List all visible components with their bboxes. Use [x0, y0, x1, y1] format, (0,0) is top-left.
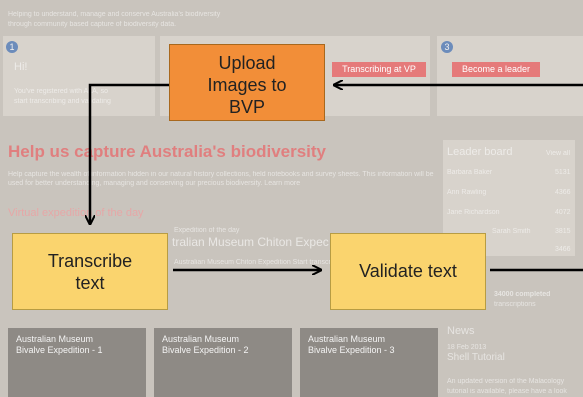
leader-score: 3815	[555, 228, 571, 235]
expedition-tile-title: Australian Museum Bivalve Expedition - 1	[16, 334, 103, 355]
news-item: Shell Tutorial	[447, 352, 505, 363]
become-leader-button: Become a leader	[452, 62, 540, 77]
step-1-title: Hi!	[14, 61, 28, 73]
intro-line-1: Helping to understand, manage and conser…	[8, 11, 221, 18]
expedition-tile: Australian Museum Bivalve Expedition - 3	[300, 328, 438, 397]
leaderboard-title: Leader board	[447, 146, 513, 158]
leader-score: 4072	[555, 209, 571, 216]
news-text-2: tutorial is available, please have a loo…	[447, 388, 567, 395]
step-1-text-2: start transcribing and validating	[14, 98, 111, 105]
leader-name: Jane Richardson	[447, 209, 500, 216]
step-1-text-1: You've registered with ALA, so	[14, 88, 109, 95]
upload-images-step: Upload Images to BVP	[169, 44, 325, 121]
stat-value: 34000 completed	[494, 291, 551, 298]
step-1-number: 1	[6, 41, 18, 53]
project-title: tralian Museum Chiton Expec	[172, 235, 329, 249]
news-date: 18 Feb 2013	[447, 344, 487, 351]
expedition-tile: Australian Museum Bivalve Expedition - 2	[154, 328, 292, 397]
expedition-tile: Australian Museum Bivalve Expedition - 1	[8, 328, 146, 397]
leader-name: Sarah Smith	[492, 228, 531, 235]
news-title: News	[447, 325, 475, 337]
validate-text-step: Validate text	[330, 233, 486, 310]
transcribing-button: Transcribing at VP	[332, 62, 426, 77]
transcribe-text-step: Transcribe text	[12, 233, 168, 310]
step-1-panel	[3, 36, 155, 116]
background-help-text: Help capture the wealth of information h…	[8, 171, 434, 187]
section-title: Virtual expedition of the day	[8, 207, 144, 219]
view-all-link: View all	[546, 150, 570, 157]
expedition-tile-title: Australian Museum Bivalve Expedition - 3	[308, 334, 395, 355]
leader-name: Barbara Baker	[447, 169, 493, 176]
intro-line-2: through community based capture of biodi…	[8, 21, 177, 28]
leader-name: Ann Rawling	[447, 189, 487, 196]
arrow-upload-to-transcribe	[90, 83, 169, 224]
project-meta: Australian Museum Chiton Expedition Star…	[174, 259, 346, 266]
leader-score: 4366	[555, 189, 571, 196]
leader-score: 5131	[555, 169, 571, 176]
expedition-tile-title: Australian Museum Bivalve Expedition - 2	[162, 334, 249, 355]
news-text-1: An updated version of the Malacology	[447, 378, 565, 385]
project-label: Expedition of the day	[174, 227, 240, 234]
leader-score: 3466	[555, 246, 571, 253]
step-3-number: 3	[441, 41, 453, 53]
background-headline: Help us capture Australia's biodiversity	[8, 142, 327, 161]
stat-label: transcriptions	[494, 301, 536, 308]
